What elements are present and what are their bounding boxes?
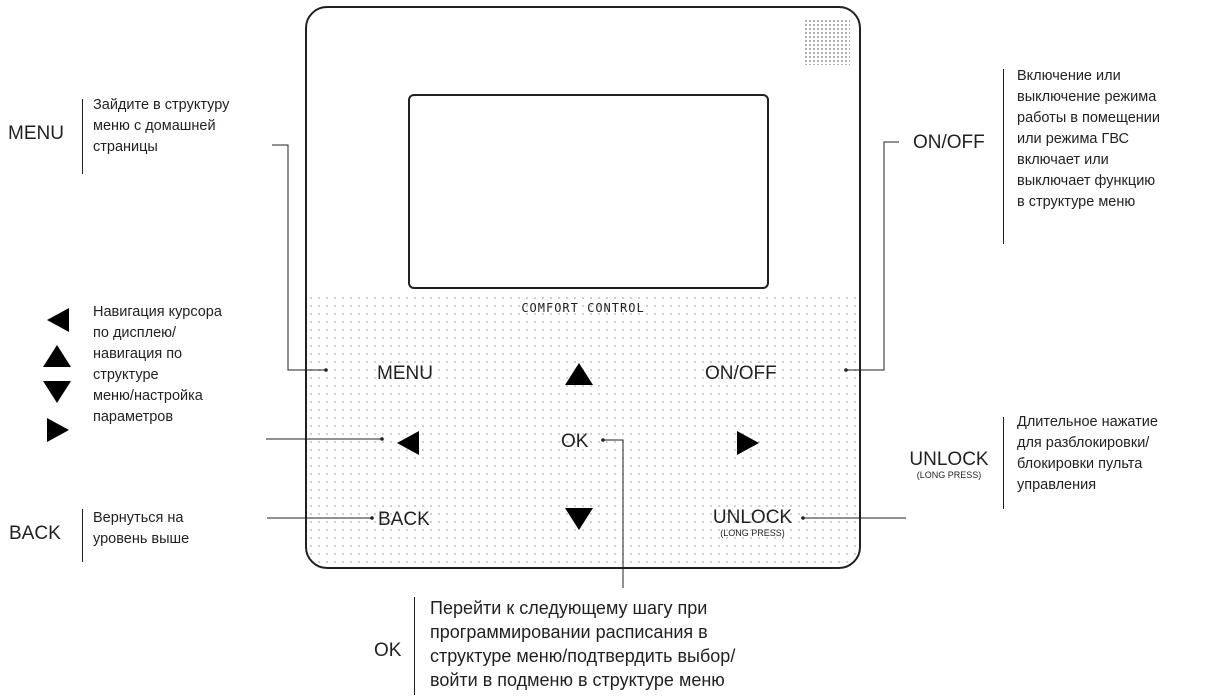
menu-callout-text: Зайдите в структуру меню с домашней стра… — [93, 97, 230, 155]
display-screen — [408, 94, 769, 289]
triangle-right-icon — [47, 418, 69, 442]
unlock-button-label: UNLOCK — [712, 507, 793, 528]
ok-callout-key: OK — [374, 640, 402, 661]
ok-leader-line — [603, 439, 624, 588]
on-off-leader-line — [846, 141, 899, 371]
ok-leader-dot — [601, 438, 605, 442]
brand-label: COMFORT CONTROL — [521, 301, 645, 315]
menu-button[interactable]: MENU — [377, 363, 433, 384]
back-callout-key: BACK — [9, 523, 61, 544]
unlock-callout-text: Длительное нажатие для разблокировки/ бл… — [1017, 414, 1158, 493]
triangle-down-icon — [43, 381, 71, 403]
back-leader-dot — [370, 516, 374, 520]
on-off-callout-text: Включение или выключение режима работы в… — [1017, 68, 1160, 210]
ok-callout-divider — [414, 597, 415, 695]
on-off-callout-divider — [1003, 69, 1004, 244]
on-off-leader-dot — [844, 368, 848, 372]
menu-callout-key: MENU — [8, 123, 64, 144]
speaker-grille — [804, 19, 850, 65]
back-callout-divider — [82, 509, 83, 562]
unlock-callout-key-label: UNLOCK — [909, 449, 989, 470]
right-arrow-button[interactable] — [737, 431, 759, 455]
navigation-leader-dot — [380, 437, 384, 441]
controller-body: COMFORT CONTROL — [305, 6, 861, 569]
unlock-button-sublabel: (LONG PRESS) — [720, 528, 785, 538]
up-arrow-button[interactable] — [565, 363, 593, 385]
ok-button[interactable]: OK — [561, 431, 589, 452]
unlock-button[interactable]: UNLOCK (LONG PRESS) — [700, 507, 805, 539]
down-arrow-button[interactable] — [565, 508, 593, 530]
menu-leader-line — [272, 144, 326, 371]
unlock-callout-key-sublabel: (LONG PRESS) — [916, 470, 982, 480]
left-arrow-button[interactable] — [397, 431, 419, 455]
unlock-callout-key: UNLOCK (LONG PRESS) — [897, 449, 1001, 481]
back-button[interactable]: BACK — [378, 509, 430, 530]
unlock-leader-dot — [801, 516, 805, 520]
ok-callout-text: Перейти к следующему шагу при программир… — [430, 598, 736, 690]
menu-leader-dot — [324, 368, 328, 372]
on-off-callout-key: ON/OFF — [913, 132, 985, 153]
back-callout-text: Вернуться на уровень выше — [93, 510, 190, 547]
navigation-callout-text: Навигация курсора по дисплею/ навигация … — [93, 304, 222, 425]
triangle-left-icon — [47, 308, 69, 332]
unlock-callout-divider — [1003, 417, 1004, 509]
triangle-up-icon — [43, 345, 71, 367]
menu-callout-divider — [82, 99, 83, 174]
on-off-button[interactable]: ON/OFF — [705, 363, 777, 384]
